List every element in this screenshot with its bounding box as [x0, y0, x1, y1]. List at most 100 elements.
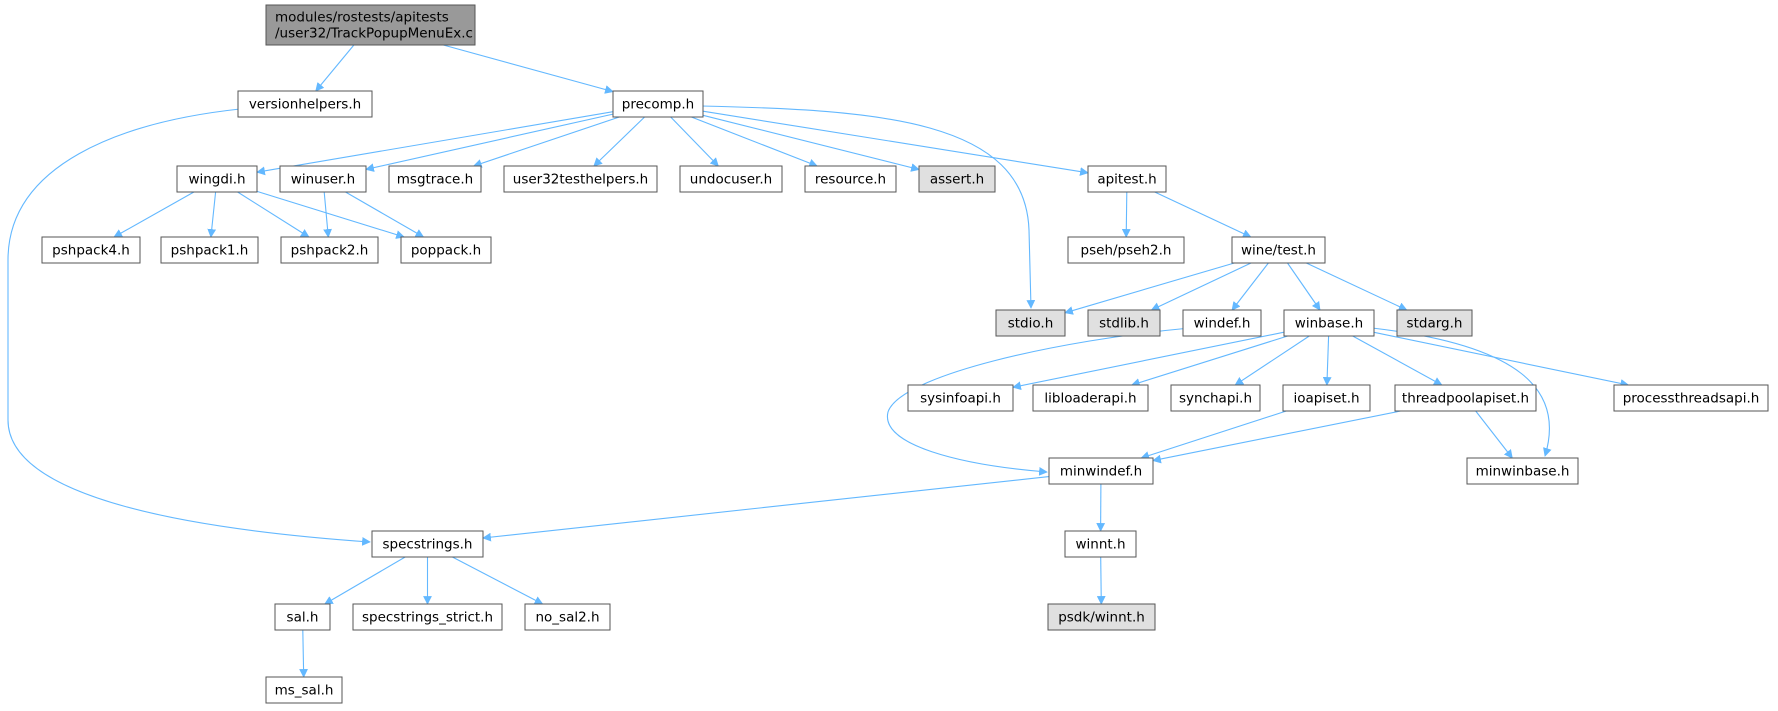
- node-box-sysinfoapi[interactable]: [907, 384, 1014, 412]
- node-pshpack4[interactable]: pshpack4.h: [41, 236, 141, 264]
- node-box-libloaderapi[interactable]: [1032, 384, 1149, 412]
- node-box-poppack[interactable]: [400, 236, 492, 264]
- node-box-root[interactable]: [265, 4, 476, 46]
- edge-root-to-versionhelpers: [315, 44, 355, 92]
- node-box-ioapiset[interactable]: [1282, 384, 1371, 412]
- node-box-threadpoolapiset[interactable]: [1394, 384, 1537, 412]
- node-threadpoolapiset[interactable]: threadpoolapiset.h: [1394, 384, 1537, 412]
- node-sysinfoapi[interactable]: sysinfoapi.h: [907, 384, 1014, 412]
- node-box-windef[interactable]: [1182, 309, 1262, 337]
- node-undocuser[interactable]: undocuser.h: [679, 165, 783, 193]
- node-processthreadsapi[interactable]: processthreadsapi.h: [1613, 384, 1769, 412]
- node-no_sal2[interactable]: no_sal2.h: [524, 603, 611, 631]
- node-label-stdlib: stdlib.h: [1099, 316, 1149, 332]
- node-label-wingdi: wingdi.h: [188, 172, 245, 188]
- node-box-psehpseh2[interactable]: [1067, 236, 1185, 264]
- node-synchapi[interactable]: synchapi.h: [1170, 384, 1261, 412]
- node-label-minwindef: minwindef.h: [1060, 464, 1142, 480]
- node-label-resource: resource.h: [815, 172, 886, 188]
- node-box-no_sal2[interactable]: [524, 603, 611, 631]
- node-box-pshpack4[interactable]: [41, 236, 141, 264]
- node-label-precomp: precomp.h: [622, 97, 694, 113]
- node-box-sal[interactable]: [274, 603, 331, 631]
- edge-wingdi-to-pshpack2: [237, 191, 310, 238]
- node-winetest[interactable]: wine/test.h: [1231, 236, 1326, 264]
- node-label-libloaderapi: libloaderapi.h: [1044, 391, 1136, 407]
- node-precomp[interactable]: precomp.h: [612, 90, 704, 118]
- node-box-winetest[interactable]: [1231, 236, 1326, 264]
- node-poppack[interactable]: poppack.h: [400, 236, 492, 264]
- node-label-user32testhelpers: user32testhelpers.h: [513, 172, 648, 188]
- node-apitest[interactable]: apitest.h: [1087, 165, 1167, 193]
- node-label-winuser: winuser.h: [291, 172, 355, 188]
- edge-winetest-to-windef: [1231, 262, 1269, 311]
- node-box-stdio[interactable]: [995, 309, 1066, 337]
- edge-winetest-to-stdio: [1064, 262, 1235, 315]
- node-box-psdkwinnt[interactable]: [1047, 603, 1156, 631]
- node-label-assert: assert.h: [930, 172, 984, 188]
- node-box-winbase[interactable]: [1283, 309, 1375, 337]
- node-box-stdlib[interactable]: [1087, 309, 1161, 337]
- node-box-pshpack1[interactable]: [160, 236, 259, 264]
- node-resource[interactable]: resource.h: [804, 165, 897, 193]
- node-psdkwinnt[interactable]: psdk/winnt.h: [1047, 603, 1156, 631]
- node-box-synchapi[interactable]: [1170, 384, 1261, 412]
- node-box-versionhelpers[interactable]: [237, 90, 373, 118]
- node-user32testhelpers[interactable]: user32testhelpers.h: [503, 165, 658, 193]
- node-label-pshpack1: pshpack1.h: [171, 243, 249, 259]
- node-minwindef[interactable]: minwindef.h: [1048, 457, 1154, 485]
- node-label-sal: sal.h: [287, 610, 319, 626]
- node-box-msgtrace[interactable]: [388, 165, 482, 193]
- node-winnt[interactable]: winnt.h: [1064, 530, 1137, 558]
- node-box-assert[interactable]: [918, 165, 996, 193]
- node-box-minwinbase[interactable]: [1466, 457, 1579, 485]
- edge-threadpoolapiset-to-minwindef: [1152, 410, 1401, 464]
- node-label-root-line-1: /user32/TrackPopupMenuEx.c: [275, 26, 473, 42]
- node-box-apitest[interactable]: [1087, 165, 1167, 193]
- node-stdlib[interactable]: stdlib.h: [1087, 309, 1161, 337]
- edge-winetest-to-stdlib: [1150, 262, 1252, 311]
- node-box-pshpack2[interactable]: [280, 236, 379, 264]
- node-specstrings_strict[interactable]: specstrings_strict.h: [352, 603, 503, 631]
- node-box-user32testhelpers[interactable]: [503, 165, 658, 193]
- node-specstrings[interactable]: specstrings.h: [371, 530, 484, 558]
- node-sal[interactable]: sal.h: [274, 603, 331, 631]
- node-box-winnt[interactable]: [1064, 530, 1137, 558]
- node-root[interactable]: modules/rostests/apitests/user32/TrackPo…: [265, 4, 476, 46]
- node-msgtrace[interactable]: msgtrace.h: [388, 165, 482, 193]
- node-windef[interactable]: windef.h: [1182, 309, 1262, 337]
- node-box-undocuser[interactable]: [679, 165, 783, 193]
- node-assert[interactable]: assert.h: [918, 165, 996, 193]
- node-label-windef: windef.h: [1194, 316, 1251, 332]
- edge-ioapiset-to-minwindef: [1140, 410, 1287, 460]
- node-box-ms_sal[interactable]: [265, 676, 343, 704]
- node-pshpack2[interactable]: pshpack2.h: [280, 236, 379, 264]
- edge-winetest-to-winbase: [1287, 262, 1321, 311]
- edge-specstrings-to-no_sal2: [452, 556, 544, 605]
- node-winbase[interactable]: winbase.h: [1283, 309, 1375, 337]
- node-ioapiset[interactable]: ioapiset.h: [1282, 384, 1371, 412]
- node-winuser[interactable]: winuser.h: [279, 165, 367, 193]
- node-box-minwindef[interactable]: [1048, 457, 1154, 485]
- edge-wingdi-to-pshpack4: [113, 191, 195, 238]
- node-psehpseh2[interactable]: pseh/pseh2.h: [1067, 236, 1185, 264]
- node-box-precomp[interactable]: [612, 90, 704, 118]
- node-box-specstrings_strict[interactable]: [352, 603, 503, 631]
- node-stdarg[interactable]: stdarg.h: [1396, 309, 1473, 337]
- node-box-processthreadsapi[interactable]: [1613, 384, 1769, 412]
- node-label-threadpoolapiset: threadpoolapiset.h: [1402, 391, 1529, 407]
- node-box-wingdi[interactable]: [176, 165, 258, 193]
- node-box-resource[interactable]: [804, 165, 897, 193]
- node-minwinbase[interactable]: minwinbase.h: [1466, 457, 1579, 485]
- node-box-specstrings[interactable]: [371, 530, 484, 558]
- node-wingdi[interactable]: wingdi.h: [176, 165, 258, 193]
- node-box-stdarg[interactable]: [1396, 309, 1473, 337]
- node-libloaderapi[interactable]: libloaderapi.h: [1032, 384, 1149, 412]
- edge-windef-to-minwindef: [887, 327, 1191, 476]
- node-box-winuser[interactable]: [279, 165, 367, 193]
- node-pshpack1[interactable]: pshpack1.h: [160, 236, 259, 264]
- node-label-processthreadsapi: processthreadsapi.h: [1623, 391, 1760, 407]
- node-versionhelpers[interactable]: versionhelpers.h: [237, 90, 373, 118]
- node-stdio[interactable]: stdio.h: [995, 309, 1066, 337]
- node-ms_sal[interactable]: ms_sal.h: [265, 676, 343, 704]
